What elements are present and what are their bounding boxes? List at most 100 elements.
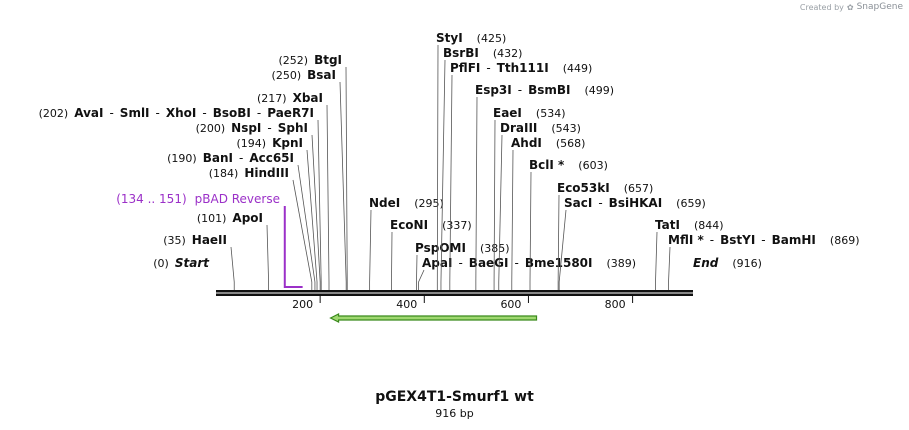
credit-prefix: Created by <box>799 2 844 12</box>
cut-site-label: (202)AvaI-SmlI-XhoI-BsoBI-PaeR7I <box>39 106 314 120</box>
name-separator: - <box>761 233 765 247</box>
cut-site-label: EcoNI(337) <box>390 218 472 232</box>
cut-site-position: (194) <box>237 137 267 150</box>
cut-site-label: (194)KpnI <box>237 136 304 150</box>
enzyme-name: SmlI <box>120 106 150 120</box>
cut-site-position: (534) <box>536 107 566 120</box>
orf-arrow <box>329 313 538 323</box>
cut-site-position: (657) <box>624 182 654 195</box>
enzyme-name: Esp3I <box>475 83 512 97</box>
cut-site-connector <box>326 104 330 290</box>
cut-site-label: Eco53kI (657) <box>557 181 653 195</box>
cut-site-connector <box>369 209 372 290</box>
cut-site-position: (190) <box>167 152 197 165</box>
enzyme-name: BsaI <box>307 68 336 82</box>
cut-site-connector <box>266 224 269 290</box>
cut-site-connector <box>339 81 347 290</box>
cut-site-position: (35) <box>163 234 186 247</box>
name-separator: - <box>156 106 160 120</box>
primer-feature-range: (134 .. 151) <box>116 192 186 206</box>
cut-site-label: Esp3I-BsmBI (499) <box>475 83 614 97</box>
map-subtitle: 916 bp <box>435 407 474 420</box>
cut-site-position: (200) <box>196 122 226 135</box>
enzyme-name: SacI <box>564 196 592 210</box>
cut-site-position: (0) <box>153 257 169 270</box>
enzyme-name: PflFI <box>450 61 480 75</box>
enzyme-name: NspI <box>231 121 261 135</box>
cut-site-label: (35)HaeII <box>163 233 227 247</box>
enzyme-name: End <box>693 256 719 270</box>
scale-tick-label: 600 <box>500 298 521 311</box>
cut-site-label: SacI-BsiHKAI (659) <box>564 196 706 210</box>
cut-site-connector <box>311 134 321 290</box>
enzyme-name: BsmBI <box>528 83 570 97</box>
cut-site-label: ApaI-BaeGI-Bme1580I(389) <box>422 256 636 270</box>
name-separator: - <box>202 106 206 120</box>
enzyme-name: BstYI <box>720 233 755 247</box>
cut-site-connector <box>436 44 439 290</box>
enzyme-name: XbaI <box>293 91 323 105</box>
cut-site-connector <box>317 119 322 290</box>
enzyme-name: BsrBI <box>443 46 479 60</box>
cut-site-label: End (916) <box>693 256 762 270</box>
cut-site-position: (295) <box>414 197 444 210</box>
cut-site-connector <box>558 209 567 290</box>
cut-site-position: (568) <box>556 137 586 150</box>
enzyme-name: ApoI <box>232 211 263 225</box>
cut-site-position: (184) <box>209 167 239 180</box>
enzyme-name: BsoBI <box>213 106 251 120</box>
map-title: pGEX4T1-Smurf1 wt <box>375 389 534 405</box>
cut-site-connector <box>449 74 453 290</box>
cut-site-connector <box>475 96 478 290</box>
cut-site-label: StyI (425) <box>436 31 506 45</box>
cut-site-connector <box>416 254 418 290</box>
cut-site-position: (425) <box>477 32 507 45</box>
enzyme-name: HindIII <box>244 166 289 180</box>
cut-site-label: (252)BtgI <box>278 53 342 67</box>
cut-site-label: PflFI-Tth111I(449) <box>450 61 592 75</box>
cut-site-connector <box>345 66 348 290</box>
name-separator: - <box>598 196 602 210</box>
enzyme-name: BanI <box>203 151 233 165</box>
cut-site-connector <box>511 149 514 290</box>
cut-site-label: PspOMI(385) <box>415 241 510 255</box>
enzyme-name: BtgI <box>314 53 342 67</box>
enzyme-name: NdeI <box>369 196 400 210</box>
cut-site-label: (190) BanI-Acc65I <box>167 151 294 165</box>
cut-site-position: (659) <box>676 197 706 210</box>
cut-site-label: (217) XbaI <box>257 91 323 105</box>
name-separator: - <box>710 233 714 247</box>
cut-site-position: (217) <box>257 92 287 105</box>
enzyme-name: StyI <box>436 31 463 45</box>
name-separator: - <box>267 121 271 135</box>
cut-site-position: (101) <box>197 212 227 225</box>
cut-site-label: MflI *-BstYI-BamHI(869) <box>668 233 860 247</box>
cut-site-position: (385) <box>480 242 510 255</box>
name-separator: - <box>257 106 261 120</box>
enzyme-name: Acc65I <box>249 151 294 165</box>
cut-site-label: NdeI (295) <box>369 196 444 210</box>
name-separator: - <box>518 83 522 97</box>
name-separator: - <box>239 151 243 165</box>
enzyme-name: MflI * <box>668 233 704 247</box>
enzyme-name: BclI * <box>529 158 565 172</box>
cut-site-connector <box>391 231 393 290</box>
cut-site-position: (916) <box>732 257 762 270</box>
cut-site-label: (184) HindIII <box>209 166 289 180</box>
primer-feature-mark <box>283 206 303 288</box>
cut-site-connector <box>655 231 658 290</box>
enzyme-name: Eco53kI <box>557 181 610 195</box>
cut-site-label: EaeI(534) <box>493 106 566 120</box>
enzyme-name: Tth111I <box>497 61 549 75</box>
backbone-bottom <box>216 293 693 296</box>
cut-site-label: (0)Start <box>153 256 210 270</box>
cut-site-position: (202) <box>39 107 69 120</box>
scale-tick-label: 800 <box>605 298 626 311</box>
cut-site-position: (499) <box>585 84 615 97</box>
cut-site-connector <box>493 119 496 290</box>
enzyme-name: BsiHKAI <box>609 196 663 210</box>
cut-site-connector <box>529 171 532 290</box>
enzyme-name: EcoNI <box>390 218 428 232</box>
cut-site-label: BsrBI(432) <box>443 46 522 60</box>
